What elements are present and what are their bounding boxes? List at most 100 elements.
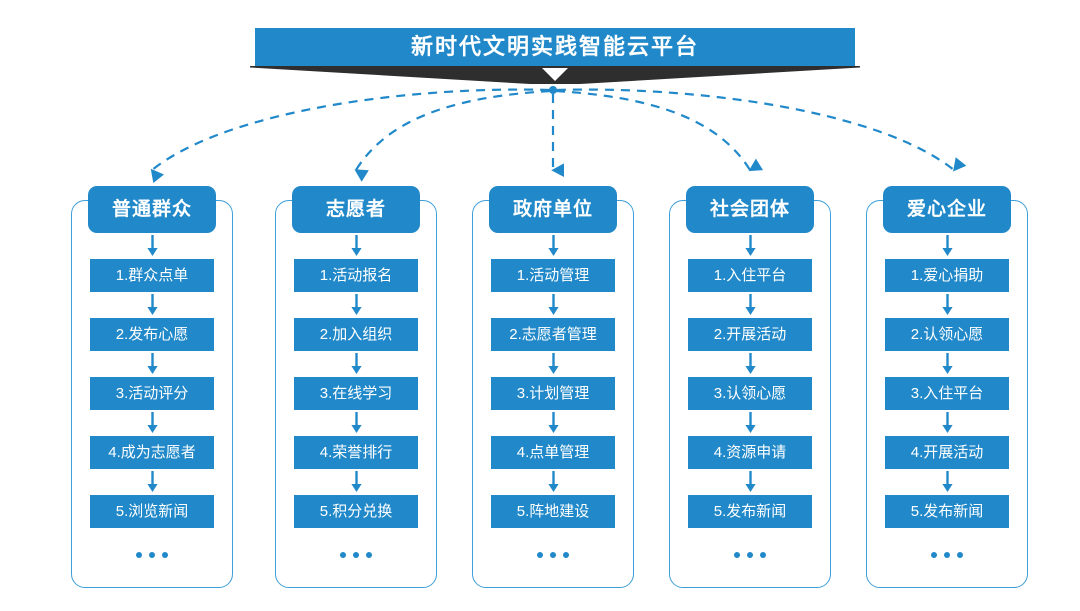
step-item[interactable]: 2.认领心愿 <box>885 318 1009 351</box>
more-items-ellipsis[interactable] <box>866 528 1028 568</box>
column-header-common-public[interactable]: 普通群众 <box>88 186 216 233</box>
step-item[interactable]: 2.加入组织 <box>294 318 418 351</box>
step-label: 4.点单管理 <box>516 444 590 461</box>
arrow-down-icon <box>71 292 233 318</box>
column-header-government[interactable]: 政府单位 <box>489 186 617 233</box>
step-item[interactable]: 5.发布新闻 <box>688 495 812 528</box>
step-item[interactable]: 1.爱心捐助 <box>885 259 1009 292</box>
step-label: 2.志愿者管理 <box>509 326 597 343</box>
step-item[interactable]: 3.计划管理 <box>491 377 615 410</box>
step-item[interactable]: 2.发布心愿 <box>90 318 214 351</box>
step-label: 1.入住平台 <box>713 267 787 284</box>
role-column-volunteer: 志愿者 1.活动报名 2.加入组织 3.在线学习 4.荣誉排行 5.积分兑换 <box>275 186 437 588</box>
arrow-down-icon <box>472 233 634 259</box>
arrow-down-icon <box>71 410 233 436</box>
more-items-ellipsis[interactable] <box>275 528 437 568</box>
step-label: 5.积分兑换 <box>319 503 393 520</box>
arrow-down-icon <box>71 233 233 259</box>
step-item[interactable]: 4.资源申请 <box>688 436 812 469</box>
arrow-down-icon <box>275 233 437 259</box>
column-header-social-group[interactable]: 社会团体 <box>686 186 814 233</box>
arrow-down-icon <box>472 292 634 318</box>
step-item[interactable]: 3.认领心愿 <box>688 377 812 410</box>
more-items-ellipsis[interactable] <box>71 528 233 568</box>
step-item[interactable]: 4.开展活动 <box>885 436 1009 469</box>
step-item[interactable]: 5.阵地建设 <box>491 495 615 528</box>
step-label: 3.活动评分 <box>115 385 189 402</box>
step-label: 5.阵地建设 <box>516 503 590 520</box>
step-item[interactable]: 5.积分兑换 <box>294 495 418 528</box>
step-label: 2.发布心愿 <box>115 326 189 343</box>
step-item[interactable]: 4.点单管理 <box>491 436 615 469</box>
step-label: 1.爱心捐助 <box>910 267 984 284</box>
column-header-label: 社会团体 <box>709 199 790 220</box>
step-item[interactable]: 2.志愿者管理 <box>491 318 615 351</box>
page-title: 新时代文明实践智能云平台 <box>410 34 699 59</box>
arrow-down-icon <box>71 469 233 495</box>
step-label: 5.发布新闻 <box>713 503 787 520</box>
step-label: 4.成为志愿者 <box>108 444 196 461</box>
role-column-social-group: 社会团体 1.入住平台 2.开展活动 3.认领心愿 4.资源申请 5.发布新闻 <box>669 186 831 588</box>
step-list: 1.活动管理 2.志愿者管理 3.计划管理 4.点单管理 5.阵地建设 <box>472 233 634 568</box>
arrow-down-icon <box>669 292 831 318</box>
step-label: 3.在线学习 <box>319 385 393 402</box>
step-item[interactable]: 1.活动管理 <box>491 259 615 292</box>
step-label: 4.荣誉排行 <box>319 444 393 461</box>
step-label: 5.发布新闻 <box>910 503 984 520</box>
arrow-down-icon <box>866 469 1028 495</box>
arrow-down-icon <box>275 410 437 436</box>
step-item[interactable]: 1.群众点单 <box>90 259 214 292</box>
step-label: 1.活动管理 <box>516 267 590 284</box>
arrow-down-icon <box>669 469 831 495</box>
step-label: 4.开展活动 <box>910 444 984 461</box>
step-label: 3.计划管理 <box>516 385 590 402</box>
arrow-down-icon <box>275 351 437 377</box>
role-column-common-public: 普通群众 1.群众点单 2.发布心愿 3.活动评分 4.成为志愿者 5.浏览新闻 <box>71 186 233 588</box>
step-item[interactable]: 1.入住平台 <box>688 259 812 292</box>
step-item[interactable]: 5.发布新闻 <box>885 495 1009 528</box>
more-items-ellipsis[interactable] <box>472 528 634 568</box>
column-header-label: 普通群众 <box>111 199 192 220</box>
column-header-volunteer[interactable]: 志愿者 <box>292 186 420 233</box>
arrow-down-icon <box>866 233 1028 259</box>
arrow-down-icon <box>669 351 831 377</box>
step-label: 2.认领心愿 <box>910 326 984 343</box>
step-label: 1.活动报名 <box>319 267 393 284</box>
step-label: 4.资源申请 <box>713 444 787 461</box>
step-item[interactable]: 1.活动报名 <box>294 259 418 292</box>
column-header-charity-enterprise[interactable]: 爱心企业 <box>883 186 1011 233</box>
step-item[interactable]: 5.浏览新闻 <box>90 495 214 528</box>
step-label: 5.浏览新闻 <box>115 503 189 520</box>
column-header-label: 爱心企业 <box>906 199 987 220</box>
title-bar: 新时代文明实践智能云平台 <box>255 28 855 66</box>
arrow-down-icon <box>866 410 1028 436</box>
arrow-down-icon <box>275 469 437 495</box>
more-items-ellipsis[interactable] <box>669 528 831 568</box>
arrow-down-icon <box>866 351 1028 377</box>
role-column-charity-enterprise: 爱心企业 1.爱心捐助 2.认领心愿 3.入住平台 4.开展活动 5.发布新闻 <box>866 186 1028 588</box>
step-item[interactable]: 3.入住平台 <box>885 377 1009 410</box>
arrow-down-icon <box>71 351 233 377</box>
column-header-label: 政府单位 <box>512 199 593 220</box>
step-item[interactable]: 4.荣誉排行 <box>294 436 418 469</box>
step-list: 1.入住平台 2.开展活动 3.认领心愿 4.资源申请 5.发布新闻 <box>669 233 831 568</box>
step-list: 1.活动报名 2.加入组织 3.在线学习 4.荣誉排行 5.积分兑换 <box>275 233 437 568</box>
arrow-down-icon <box>275 292 437 318</box>
step-label: 1.群众点单 <box>115 267 189 284</box>
step-label: 3.认领心愿 <box>713 385 787 402</box>
arrow-down-icon <box>669 233 831 259</box>
step-item[interactable]: 2.开展活动 <box>688 318 812 351</box>
arrow-down-icon <box>472 469 634 495</box>
step-item[interactable]: 4.成为志愿者 <box>90 436 214 469</box>
arrow-down-icon <box>866 292 1028 318</box>
step-list: 1.爱心捐助 2.认领心愿 3.入住平台 4.开展活动 5.发布新闻 <box>866 233 1028 568</box>
step-item[interactable]: 3.活动评分 <box>90 377 214 410</box>
step-label: 3.入住平台 <box>910 385 984 402</box>
column-header-label: 志愿者 <box>325 199 386 220</box>
step-label: 2.加入组织 <box>319 326 393 343</box>
step-item[interactable]: 3.在线学习 <box>294 377 418 410</box>
role-column-government: 政府单位 1.活动管理 2.志愿者管理 3.计划管理 4.点单管理 5.阵地建设 <box>472 186 634 588</box>
arrow-down-icon <box>669 410 831 436</box>
